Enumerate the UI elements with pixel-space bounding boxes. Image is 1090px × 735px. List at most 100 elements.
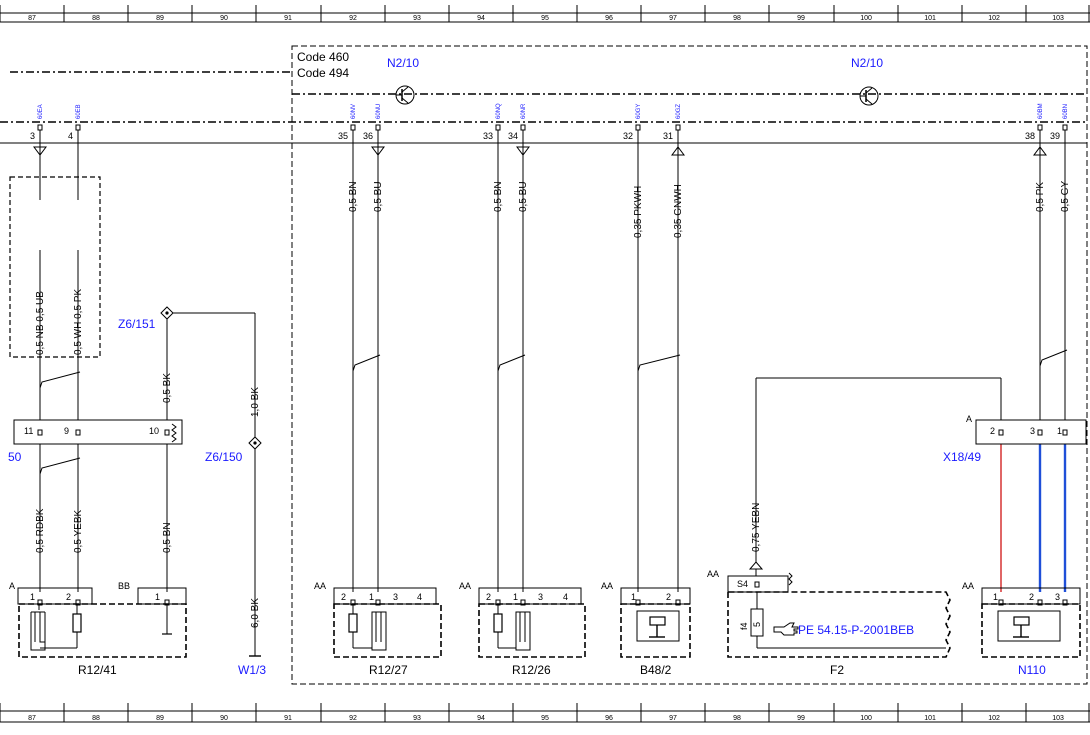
left-module-frame (9, 176, 101, 358)
pin-label: 1 (30, 592, 35, 602)
twisted-pair-mark (39, 371, 81, 389)
pin-socket (37, 599, 43, 606)
control-unit-boundaries (0, 71, 1087, 144)
pin-socket (675, 599, 681, 606)
connector-pin: 32 (623, 131, 633, 141)
heater-element-icon (371, 611, 387, 651)
code-460-494-frame: Code 460 Code 494 (291, 45, 1088, 685)
connector-x18-49[interactable]: A 2 3 1 X18/49 (755, 377, 1087, 563)
component-r12-26[interactable]: AA 2 1 3 4 R12/26 (459, 581, 586, 677)
ruler-column-number: 100 (860, 715, 872, 722)
component-name[interactable]: N110 (1018, 663, 1046, 677)
module-label[interactable]: N2/10 (851, 56, 883, 70)
component-b48-2[interactable]: AA 1 2 B48/2 (601, 581, 691, 677)
sensor-icon (636, 610, 680, 642)
module-label[interactable]: N2/10 (387, 56, 419, 70)
group-label: AA (459, 581, 471, 591)
wire-label: 0,35 PKWH (633, 186, 644, 238)
group-label: A (9, 581, 15, 591)
pin-label: 1 (513, 592, 518, 602)
ruler-column-number: 103 (1052, 15, 1064, 22)
left-pin: 9 (64, 426, 69, 436)
fuse-slot-label: S4 (737, 579, 748, 589)
transistor-icon-left (395, 85, 415, 105)
component-name[interactable]: W1/3 (238, 663, 266, 677)
connector-code[interactable]: 60EA (38, 104, 44, 119)
ruler-column-number: 94 (477, 15, 485, 22)
connector-code[interactable]: 60EB (76, 104, 82, 119)
pin-label: 4 (417, 592, 422, 602)
ruler-column-number: 97 (669, 15, 677, 22)
connector-pin: 31 (663, 131, 673, 141)
pin-label: 3 (393, 592, 398, 602)
wire-label: 0,5 GY (1060, 181, 1071, 212)
splice-label[interactable]: Z6/150 (205, 450, 243, 464)
connector-60ea[interactable]: 60EA 3 (30, 104, 47, 156)
pointing-hand-icon (773, 622, 799, 636)
component-r12-41[interactable]: A 1 2 R12/41 (9, 581, 187, 677)
ruler-column-number: 92 (349, 715, 357, 722)
connector-60gz[interactable]: 60GZ 31 (663, 104, 685, 156)
reference-text[interactable]: PE 54.15-P-2001BEB (798, 623, 914, 637)
connector-code[interactable]: 60NR (521, 103, 527, 119)
ruler-column-number: 89 (156, 15, 164, 22)
module-n2-10-left[interactable]: N2/10 (387, 56, 419, 70)
wire-label: 0,5 WH 0,5 PK (73, 289, 84, 355)
pin-label: 3 (538, 592, 543, 602)
ruler-column-number: 99 (797, 15, 805, 22)
pin-socket (998, 429, 1004, 436)
ruler-column-number: 91 (284, 15, 292, 22)
module-n2-10-right[interactable]: N2/10 (851, 56, 883, 70)
ruler-column-number: 87 (28, 715, 36, 722)
ruler-column-number: 98 (733, 715, 741, 722)
component-f2[interactable]: AA S4 f4 5 F2 (707, 569, 951, 677)
pin-socket (754, 581, 760, 588)
x18-pin: 1 (1057, 426, 1062, 436)
pin-label: 1 (631, 592, 636, 602)
connector-code[interactable]: 60NQ (496, 103, 502, 119)
ruler-column-number: 99 (797, 715, 805, 722)
connector-code[interactable]: 60BM (1038, 103, 1044, 119)
pin-socket (1037, 599, 1043, 606)
connector-code[interactable]: 60NV (351, 104, 357, 119)
wire-label: 0,5 PK (1035, 182, 1046, 212)
splice-z6-151[interactable]: Z6/151 (118, 306, 256, 443)
connector-code[interactable]: 60GY (636, 104, 642, 119)
splice-z6-150[interactable]: Z6/150 (205, 436, 262, 464)
component-bb[interactable]: BB 1 (118, 581, 187, 635)
group-label: AA (601, 581, 613, 591)
left-connector-block[interactable]: 11 9 10 50 (8, 419, 183, 464)
reference-link[interactable]: PE 54.15-P-2001BEB (773, 622, 914, 637)
ground-w1-3[interactable]: W1/3 (238, 449, 266, 677)
ruler-column-number: 98 (733, 15, 741, 22)
ruler-column-number: 94 (477, 715, 485, 722)
connector-code[interactable]: 60GZ (676, 104, 682, 119)
pin-socket (375, 599, 381, 606)
left-connector-label[interactable]: 50 (8, 450, 22, 464)
ruler-column-number: 101 (924, 15, 936, 22)
connector-code[interactable]: 60BN (1063, 104, 1069, 119)
pin-label: 2 (666, 592, 671, 602)
connector-code[interactable]: 60NU (376, 104, 382, 119)
connector-pin: 3 (30, 131, 35, 141)
ruler-column-number: 90 (220, 15, 228, 22)
component-n110[interactable]: AA 1 2 3 N110 (962, 581, 1081, 677)
splice-label[interactable]: Z6/151 (118, 317, 156, 331)
module-connectors: 60EA360EB460NV3560NU3660NQ3360NR3460GY32… (30, 103, 1069, 156)
pin-label: 1 (369, 592, 374, 602)
resistor-icon (493, 613, 503, 633)
ruler-column-number: 96 (605, 715, 613, 722)
twisted-pair-mark (1039, 349, 1068, 367)
wire-label: 0,5 BN (348, 181, 359, 212)
twisted-pair-mark (39, 457, 81, 475)
ruler-column-number: 90 (220, 715, 228, 722)
code-494-label: Code 494 (297, 66, 349, 80)
group-label: AA (707, 569, 719, 579)
component-r12-27[interactable]: AA 2 1 3 4 R12/27 (314, 581, 442, 677)
connector-label[interactable]: X18/49 (943, 450, 981, 464)
pin-label: 2 (341, 592, 346, 602)
